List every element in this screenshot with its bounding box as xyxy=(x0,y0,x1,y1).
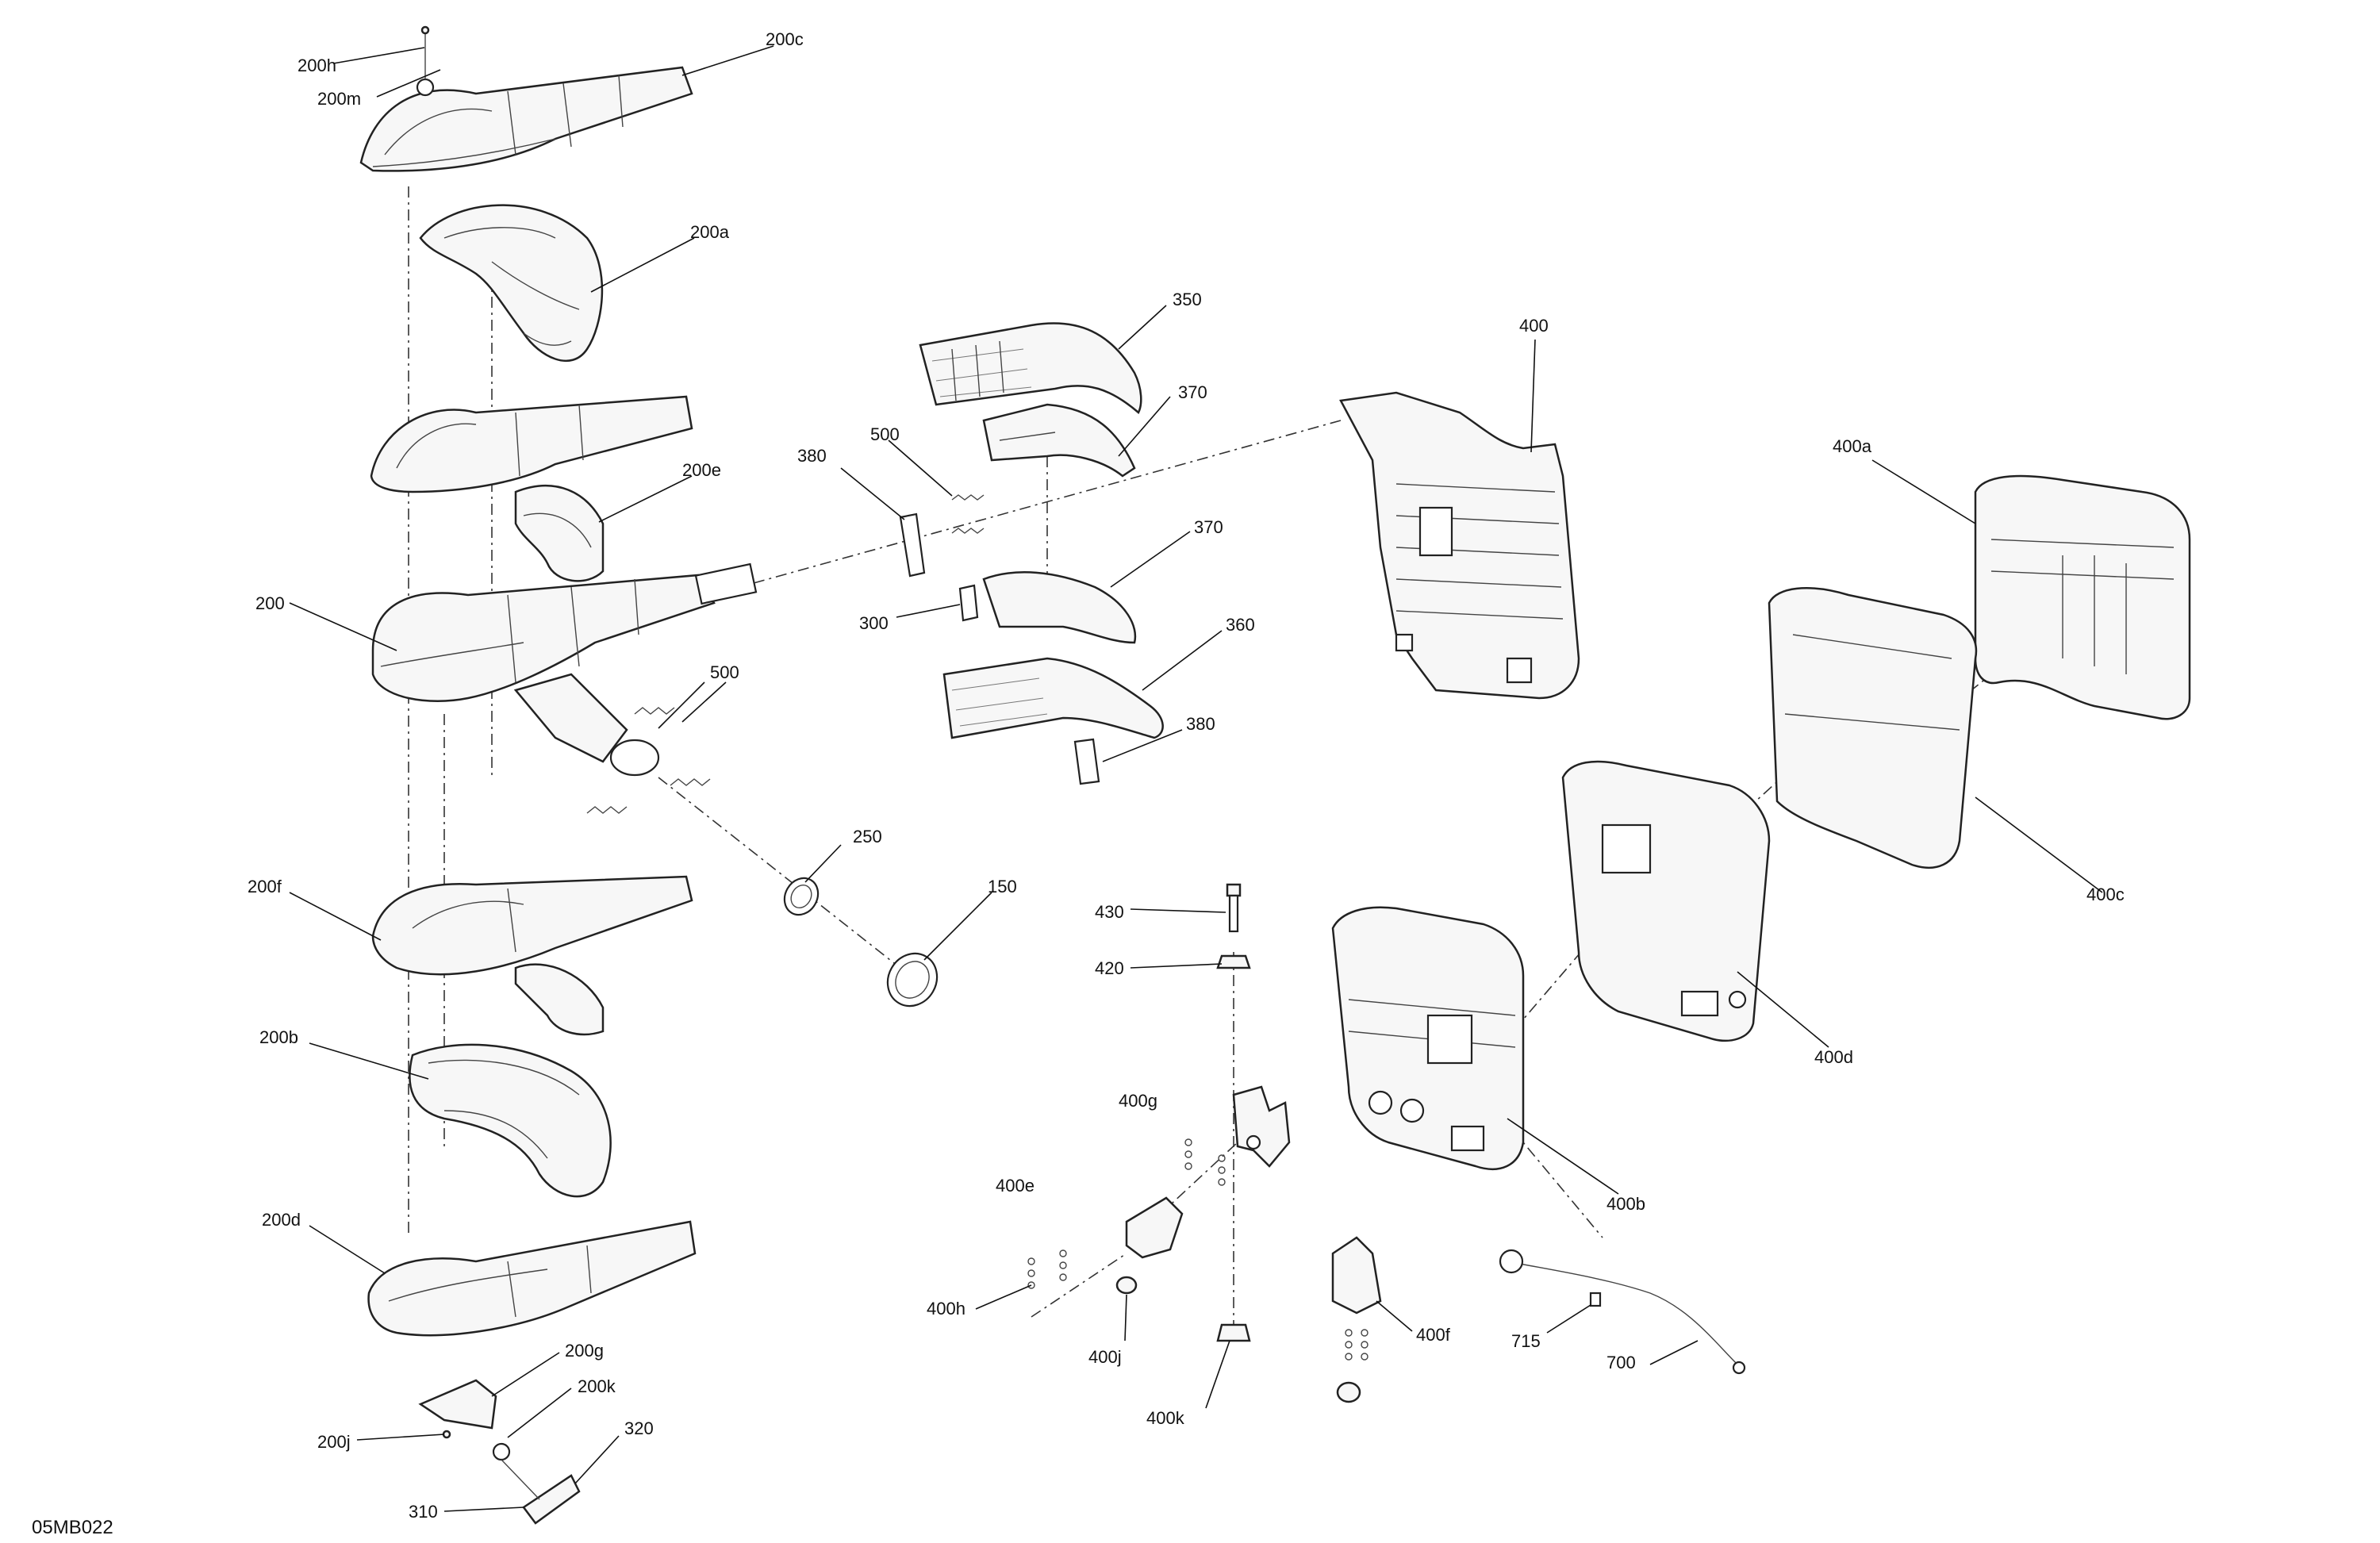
heat-shield-200f xyxy=(371,875,693,1036)
callout-200d: 200d xyxy=(262,1210,301,1230)
callout-200a: 200a xyxy=(690,222,730,242)
callout-200j: 200j xyxy=(317,1432,351,1452)
gasket-150 xyxy=(886,952,939,1008)
heat-shield-400c xyxy=(1768,587,1978,869)
callout-200: 200 xyxy=(255,593,285,613)
springs-500-middle xyxy=(951,494,985,534)
grommet-400k xyxy=(1216,1323,1251,1342)
callout-370-upper: 370 xyxy=(1178,382,1207,402)
bracket-400g xyxy=(1184,1085,1291,1186)
heat-shield-400d xyxy=(1561,760,1771,1042)
gasket-250 xyxy=(783,877,820,916)
callout-380-lower: 380 xyxy=(1186,714,1215,734)
callout-420: 420 xyxy=(1095,958,1124,978)
callout-310: 310 xyxy=(409,1502,438,1522)
silencer-200 xyxy=(371,562,758,777)
heat-shield-400a xyxy=(1974,474,2191,720)
callout-400: 400 xyxy=(1519,316,1549,336)
muffler-400 xyxy=(1339,391,1580,700)
callout-400j: 400j xyxy=(1088,1347,1122,1367)
grommet-420 xyxy=(1216,954,1251,969)
callout-400f: 400f xyxy=(1416,1325,1451,1345)
bolt-430 xyxy=(1226,883,1242,933)
callout-700: 700 xyxy=(1606,1353,1636,1372)
heat-shield-400b xyxy=(1331,906,1525,1170)
bracket-400e xyxy=(1027,1196,1184,1289)
callout-370-lower: 370 xyxy=(1194,517,1223,537)
callout-500-left: 500 xyxy=(710,662,739,682)
callout-380-upper: 380 xyxy=(797,446,827,466)
callout-430: 430 xyxy=(1095,902,1124,922)
callout-200c: 200c xyxy=(766,29,804,49)
callout-200m: 200m xyxy=(317,89,361,109)
callout-320: 320 xyxy=(624,1418,654,1438)
clip-380-upper xyxy=(899,512,926,578)
nut-400j xyxy=(1115,1276,1138,1295)
pipe-370-upper xyxy=(982,403,1136,478)
callout-200e: 200e xyxy=(682,460,721,480)
callout-400c: 400c xyxy=(2086,885,2125,904)
callout-400b: 400b xyxy=(1606,1194,1645,1214)
callout-360: 360 xyxy=(1226,615,1255,635)
heat-shield-200d xyxy=(367,1220,697,1337)
sensor-700 xyxy=(1499,1249,1746,1375)
callout-250: 250 xyxy=(853,827,882,846)
callout-200b: 200b xyxy=(259,1027,298,1047)
callout-350: 350 xyxy=(1173,290,1202,309)
pipe-370-lower xyxy=(958,571,1137,644)
callout-200g: 200g xyxy=(565,1341,604,1361)
callout-300: 300 xyxy=(859,613,889,633)
callout-200f: 200f xyxy=(248,877,282,896)
figure-reference: 05MB022 xyxy=(32,1517,113,1538)
pipe-360 xyxy=(942,657,1164,739)
clip-380-lower xyxy=(1073,738,1100,785)
callout-715: 715 xyxy=(1511,1331,1541,1351)
callout-150: 150 xyxy=(988,877,1017,896)
heat-shield-200c xyxy=(359,25,693,172)
leader-lines xyxy=(289,45,2103,1512)
callout-labels: 200h 200m 200c 200a 200e 200 500 200f 20… xyxy=(248,29,2125,1522)
callout-400g: 400g xyxy=(1119,1091,1157,1111)
heat-shield-200e xyxy=(514,484,605,582)
springs-500 xyxy=(586,707,711,814)
callout-200k: 200k xyxy=(578,1376,616,1396)
bracket-200g xyxy=(418,1379,581,1525)
callout-400k: 400k xyxy=(1146,1408,1185,1428)
heat-shield-200a xyxy=(419,204,604,363)
callout-400h: 400h xyxy=(927,1299,965,1318)
callout-400d: 400d xyxy=(1814,1047,1853,1067)
pipe-350 xyxy=(919,322,1142,414)
callout-200h: 200h xyxy=(298,56,336,75)
bracket-400f xyxy=(1331,1236,1382,1403)
callout-400e: 400e xyxy=(996,1176,1035,1196)
callout-500-middle: 500 xyxy=(870,424,900,444)
heat-shield-200b xyxy=(409,1043,612,1198)
callout-400a: 400a xyxy=(1833,436,1872,456)
heat-shield-upper xyxy=(370,395,693,493)
